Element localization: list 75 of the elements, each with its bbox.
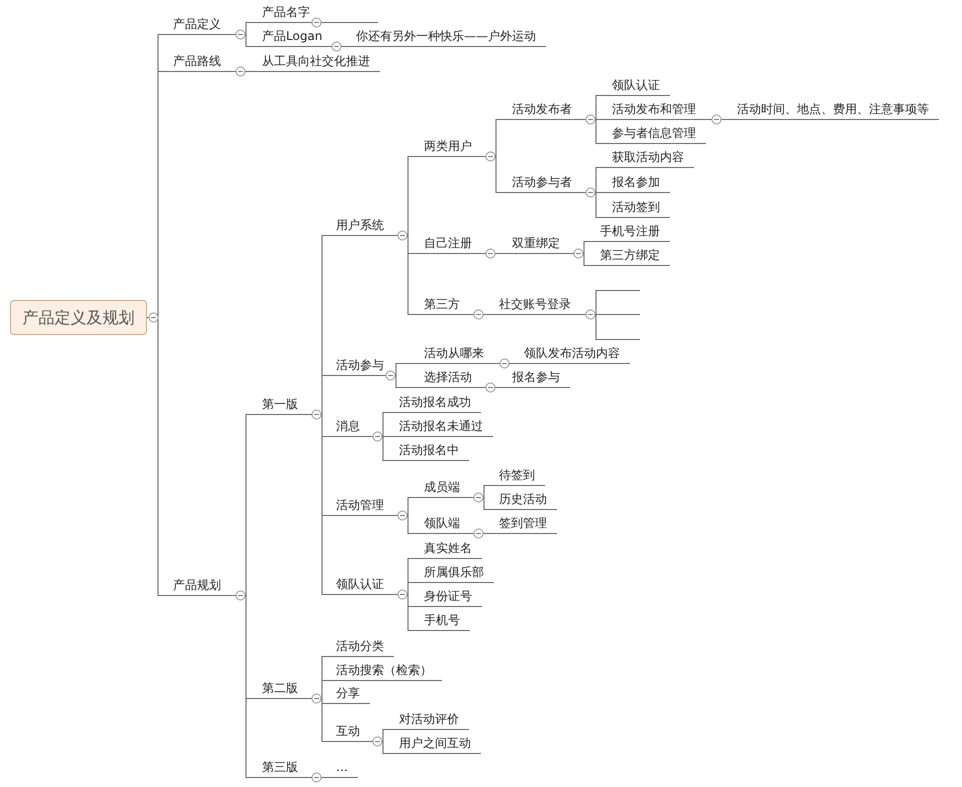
branch-line (722, 119, 726, 120)
topic-label: 活动报名未通过 (387, 417, 493, 437)
branch-line (408, 594, 412, 631)
branch-line (246, 71, 250, 72)
branch-line (596, 95, 600, 120)
topic-label: 报名参与 (500, 368, 570, 388)
topic-label: 第三方绑定 (588, 246, 670, 266)
topic-label: 活动报名成功 (387, 393, 481, 413)
topic-label: 对活动评价 (387, 710, 469, 730)
branch-line (246, 414, 250, 596)
branch-line (408, 156, 412, 236)
topic-label: … (324, 758, 358, 778)
branch-line (496, 387, 500, 388)
branch-line (382, 436, 388, 437)
topic-label: 活动搜索（检索） (324, 661, 442, 681)
branch-line (322, 375, 324, 415)
branch-line (322, 777, 324, 778)
branch-line (596, 119, 600, 120)
branch-line (246, 34, 250, 47)
branch-line (596, 167, 600, 193)
topic-label: 报名参加 (600, 173, 670, 193)
branch-line (484, 485, 488, 498)
branch-line (496, 253, 500, 254)
branch-line (396, 363, 412, 376)
topic-label: 活动分类 (324, 637, 394, 657)
topic-label: 真实姓名 (412, 539, 482, 559)
branch-line (596, 192, 600, 193)
branch-line (342, 46, 344, 47)
branch-line (322, 698, 324, 742)
branch-line (484, 533, 488, 534)
topic-label: 领队认证 (600, 76, 670, 96)
topic-label: 领队发布活动内容 (512, 344, 630, 364)
topic-label: 分享 (324, 684, 370, 704)
branch-line (510, 363, 512, 364)
branch-line (484, 497, 488, 510)
branch-line (408, 582, 412, 595)
branch-line (382, 741, 388, 754)
branch-line (408, 497, 412, 516)
branch-line (322, 414, 324, 595)
branch-line (322, 22, 338, 23)
topic-label: 所属俱乐部 (412, 563, 494, 583)
topic-label: 身份证号 (412, 587, 482, 607)
topic-label: 从工具向社交化推进 (250, 52, 380, 72)
topic-label: 手机号注册 (588, 222, 670, 242)
branch-line (496, 119, 500, 157)
branch-line (382, 729, 388, 742)
topic-label: 用户之间互动 (387, 734, 481, 754)
topic-label: 签到管理 (487, 514, 557, 534)
branch-line (408, 515, 412, 534)
branch-line (246, 22, 250, 35)
topic-label: 活动签到 (600, 198, 670, 218)
branch-line (246, 595, 250, 778)
branch-line (408, 235, 412, 315)
branch-line (596, 290, 600, 315)
topic-label: 待签到 (487, 466, 545, 486)
branch-line (396, 375, 412, 388)
branch-line (596, 314, 600, 340)
topic-label: 参与者信息管理 (600, 124, 706, 144)
branch-line (596, 314, 600, 315)
branch-line (584, 253, 588, 266)
topic-label: 活动报名中 (387, 441, 469, 461)
root-topic-box: 产品定义及规划 (10, 300, 147, 335)
topic-label: 获取活动内容 (600, 148, 694, 168)
branch-line (584, 241, 588, 254)
topic-label: 你还有另外一种快乐——户外运动 (344, 27, 546, 47)
branch-line (322, 680, 324, 699)
branch-line (484, 314, 488, 315)
branch-line (382, 412, 388, 437)
branch-line (496, 156, 500, 193)
branch-line (382, 436, 388, 461)
topic-label: 历史活动 (487, 490, 557, 510)
topic-label: 活动时间、地点、费用、注意事项等 (725, 100, 939, 120)
branch-line (596, 192, 600, 218)
branch-line (596, 119, 600, 144)
topic-label: 手机号 (412, 611, 470, 631)
